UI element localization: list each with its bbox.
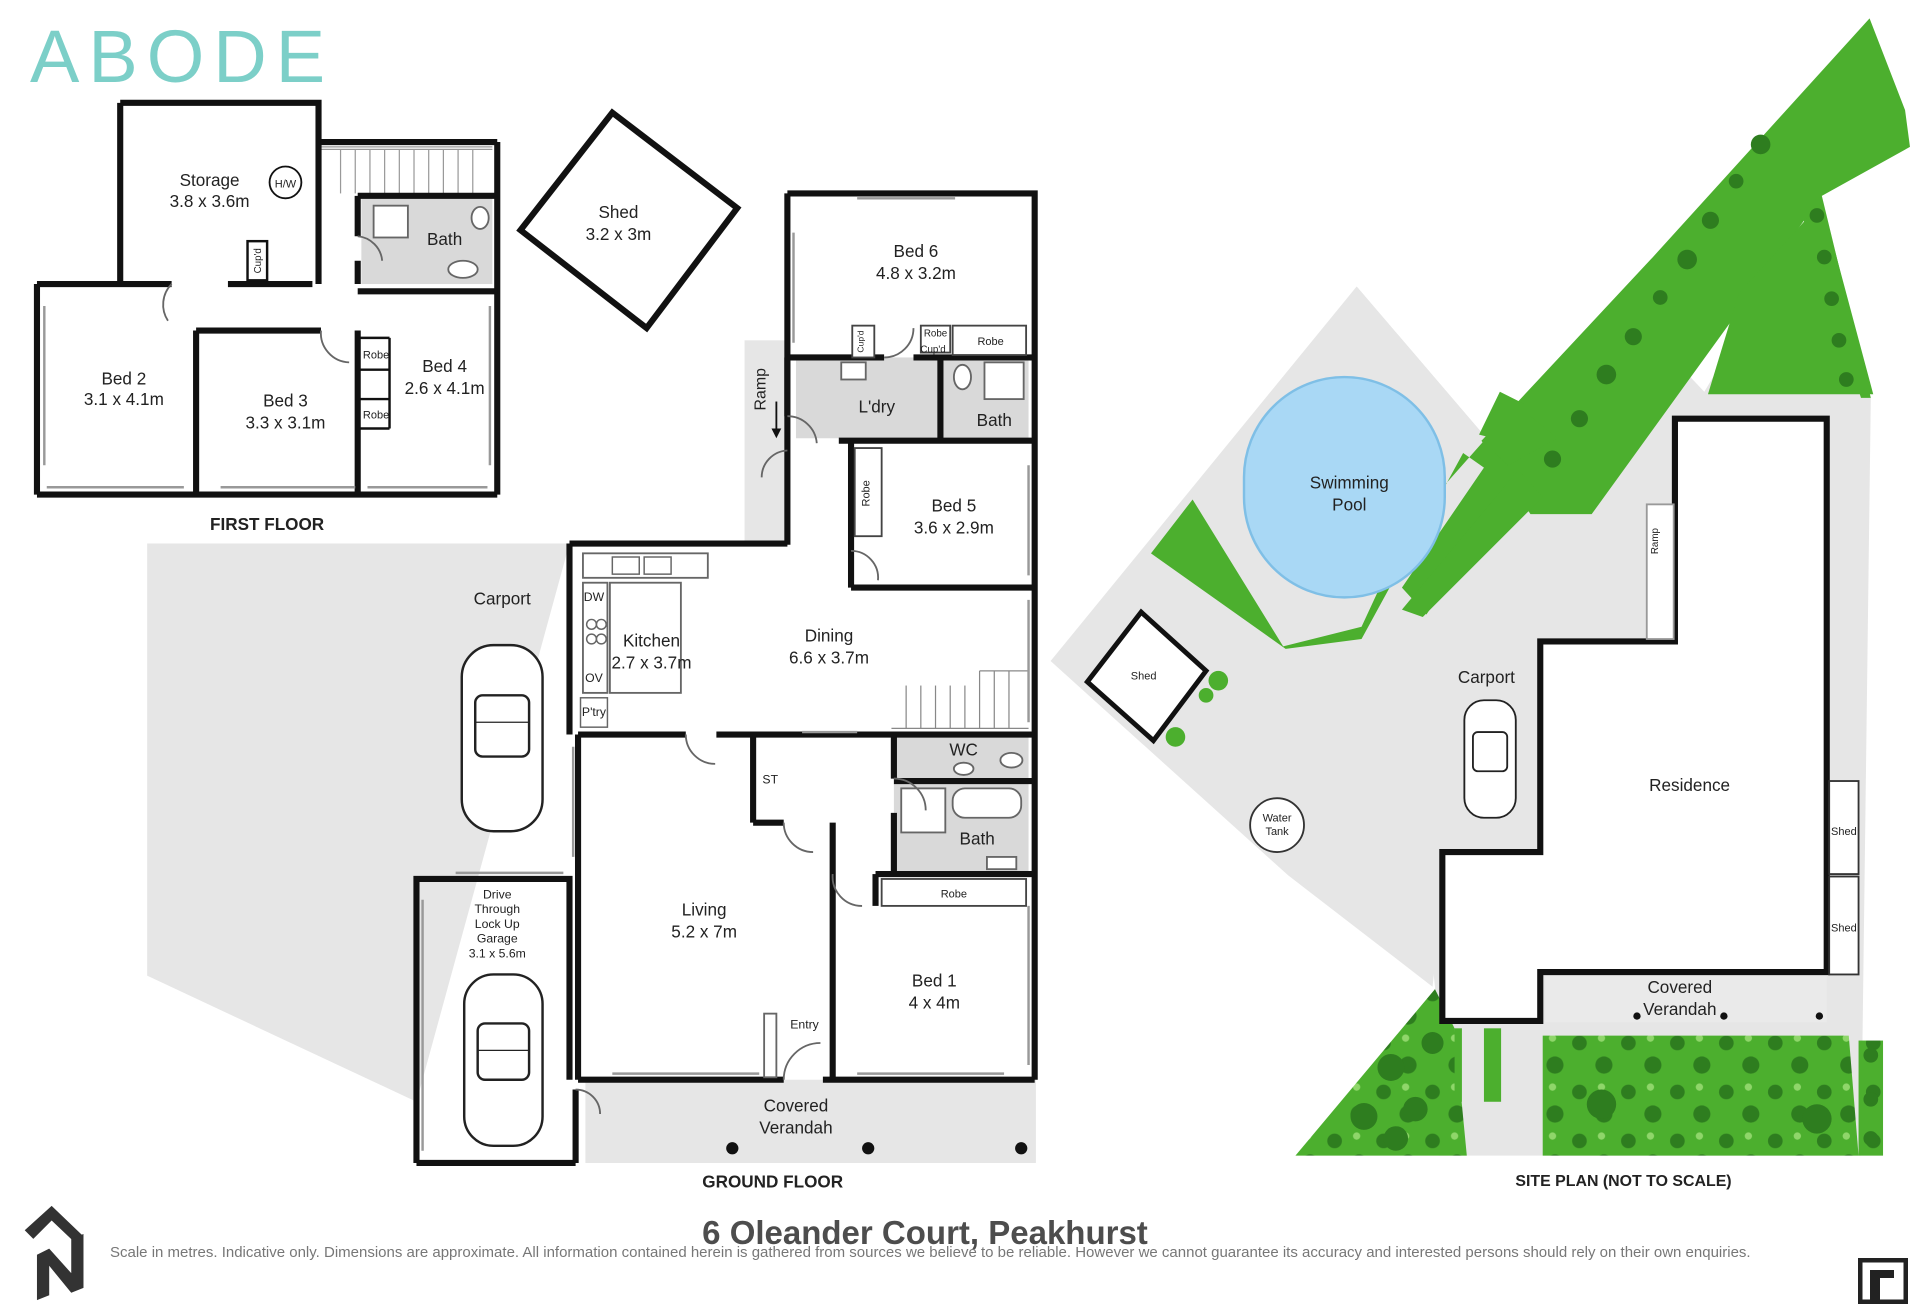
shed-label: Shed (598, 202, 638, 222)
ramp-label: Ramp (752, 368, 769, 411)
site-plan-caption: SITE PLAN (NOT TO SCALE) (1515, 1173, 1731, 1190)
robe-label-1: Robe (363, 350, 389, 362)
bed4-dims: 2.6 x 4.1m (405, 378, 485, 398)
pool-label-1: Swimming (1310, 472, 1389, 492)
water-tank-label-1: Water (1263, 812, 1292, 824)
garage-label-1: Drive (483, 888, 512, 902)
pantry-label: P'try (582, 705, 607, 719)
water-tank-label-2: Tank (1265, 826, 1289, 838)
dishwasher-label: DW (584, 590, 605, 604)
site-verandah-label-1: Covered (1647, 977, 1712, 997)
bed2-dims: 3.1 x 4.1m (84, 389, 164, 409)
bed1-robe-label: Robe (941, 888, 967, 900)
carport-car-icon (460, 643, 544, 833)
site-shed-label: Shed (1131, 670, 1157, 682)
living-label: Living (682, 900, 727, 920)
gf-bath-label: Bath (977, 410, 1012, 430)
bed6-dims: 4.8 x 3.2m (876, 263, 956, 283)
property-address: 6 Oleander Court, Peakhurst (702, 1214, 1148, 1251)
bed3-label: Bed 3 (263, 390, 308, 410)
first-floor-caption: FIRST FLOOR (210, 514, 325, 534)
dining-dims: 6.6 x 3.7m (789, 648, 869, 668)
entry-label: Entry (790, 1017, 819, 1031)
gf-verandah-label-2: Verandah (759, 1118, 832, 1138)
oven-label: OV (585, 671, 604, 685)
bed1-label: Bed 1 (912, 971, 957, 991)
bed6-label: Bed 6 (894, 241, 939, 261)
laundry-cupboard-label: Cup'd (855, 330, 865, 352)
kitchen-label: Kitchen (623, 630, 680, 650)
detached-shed (516, 108, 742, 333)
storage-label: Storage (180, 170, 240, 190)
brand-mark-icon (1858, 1258, 1908, 1304)
site-plan (1050, 18, 1910, 1156)
garage-label-4: Garage (477, 932, 518, 946)
garage-dims: 3.1 x 5.6m (469, 946, 526, 960)
bed5-label: Bed 5 (931, 496, 976, 516)
gf-verandah-label-1: Covered (764, 1096, 829, 1116)
ground-floor-caption: GROUND FLOOR (702, 1171, 843, 1191)
shed-dims: 3.2 x 3m (586, 224, 652, 244)
cupboard-label: Cup'd (253, 248, 264, 273)
bed6-robe-label: Robe (977, 336, 1003, 348)
kitchen-dims: 2.7 x 3.7m (612, 652, 692, 672)
storage-dims: 3.8 x 3.6m (170, 191, 250, 211)
bed5-robe-label: Robe (860, 480, 872, 506)
brand-logo: ABODE (30, 15, 335, 98)
laundry-label: L'dry (858, 397, 895, 417)
north-arrow-icon (24, 1205, 84, 1301)
first-floor-plan (33, 99, 501, 498)
robe-label-2: Robe (363, 410, 389, 422)
ff-bath-label: Bath (427, 229, 462, 249)
bed6-cupboard-label: Cup'd (920, 345, 945, 356)
site-carport-label: Carport (1458, 667, 1515, 687)
residence-label: Residence (1649, 775, 1730, 795)
gf-bath2-label: Bath (960, 829, 995, 849)
site-ramp-label: Ramp (1650, 527, 1661, 554)
site-verandah-label-2: Verandah (1643, 999, 1716, 1019)
pool-label-2: Pool (1332, 494, 1366, 514)
bed4-label: Bed 4 (422, 356, 467, 376)
site-shed-b-label: Shed (1831, 923, 1857, 935)
carport-label: Carport (474, 589, 531, 609)
dining-label: Dining (805, 625, 854, 645)
disclaimer-text: Scale in metres. Indicative only. Dimens… (110, 1244, 1751, 1261)
living-dims: 5.2 x 7m (671, 922, 737, 942)
garage-car-icon (462, 973, 544, 1148)
hot-water-label: H/W (275, 178, 297, 190)
bed5-dims: 3.6 x 2.9m (914, 518, 994, 538)
bed3-dims: 3.3 x 3.1m (245, 412, 325, 432)
garage-label-2: Through (474, 902, 520, 916)
garage-label-3: Lock Up (475, 917, 520, 931)
bed2-label: Bed 2 (101, 368, 146, 388)
bed1-dims: 4 x 4m (909, 993, 960, 1013)
wc-label: WC (949, 739, 978, 759)
store-label: ST (762, 772, 778, 786)
bed6-robe-small-label: Robe (924, 329, 947, 340)
site-shed-a-label: Shed (1831, 826, 1857, 838)
